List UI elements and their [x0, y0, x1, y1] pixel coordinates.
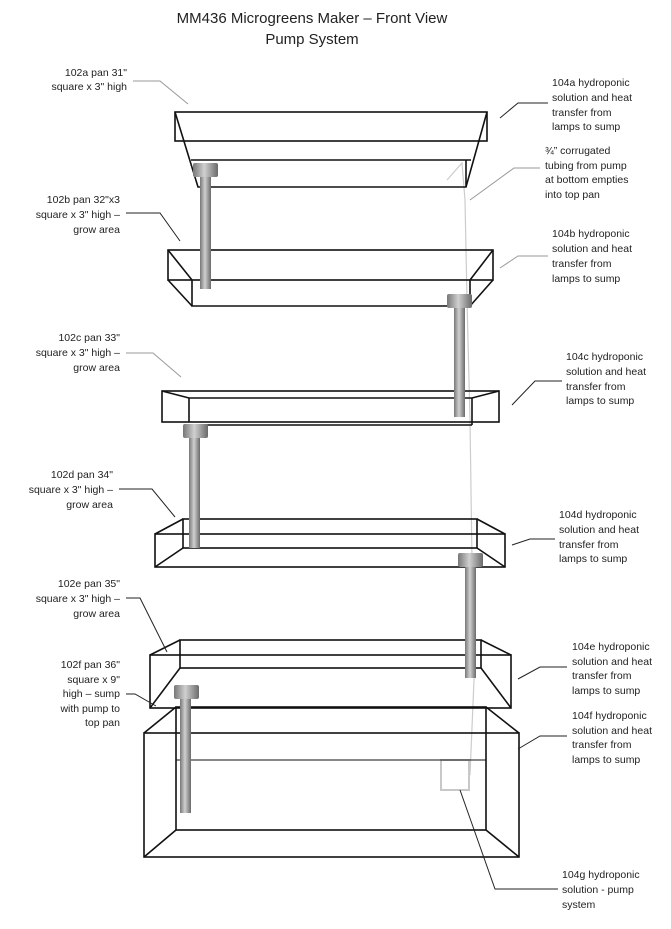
svg-text:solution and heat: solution and heat — [572, 656, 652, 668]
svg-text:top pan: top pan — [85, 717, 120, 729]
label-104a: 104a hydroponic solution and heat transf… — [552, 77, 632, 133]
svg-text:at bottom empties: at bottom empties — [545, 174, 628, 186]
svg-text:square x 3" high –: square x 3" high – — [29, 484, 113, 496]
svg-text:102c pan 33": 102c pan 33" — [58, 332, 120, 344]
svg-text:transfer from: transfer from — [552, 107, 612, 119]
label-102f: 102f pan 36" square x 9" high – sump wit… — [59, 659, 120, 729]
svg-text:104e hydroponic: 104e hydroponic — [572, 641, 650, 653]
svg-text:104c hydroponic: 104c hydroponic — [566, 351, 643, 363]
svg-text:grow area: grow area — [73, 608, 120, 620]
svg-text:102a pan 31": 102a pan 31" — [65, 67, 127, 79]
label-104f: 104f hydroponic solution and heat transf… — [572, 710, 652, 766]
svg-text:system: system — [562, 899, 596, 911]
corrugated-tubing — [446, 161, 475, 776]
svg-text:102e pan 35": 102e pan 35" — [58, 578, 120, 590]
label-104c: 104c hydroponic solution and heat transf… — [566, 351, 646, 407]
pipe-2 — [447, 294, 472, 417]
svg-text:square x 3" high –: square x 3" high – — [36, 209, 120, 221]
svg-text:¾” corrugated: ¾” corrugated — [545, 145, 611, 157]
svg-text:square x 3" high: square x 3" high — [51, 81, 127, 93]
svg-text:into top pan: into top pan — [545, 189, 600, 201]
label-tubing: ¾” corrugated tubing from pump at bottom… — [545, 145, 628, 201]
svg-text:102d pan 34": 102d pan 34" — [51, 469, 113, 481]
diagram-title: MM436 Microgreens Maker – Front View — [177, 10, 448, 27]
svg-text:grow area: grow area — [73, 224, 120, 236]
svg-text:lamps to sump: lamps to sump — [552, 273, 620, 285]
pan-102b — [167, 249, 494, 307]
pipe-4 — [458, 553, 483, 678]
label-102d: 102d pan 34" square x 3" high – grow are… — [29, 469, 114, 511]
svg-text:104b hydroponic: 104b hydroponic — [552, 228, 630, 240]
svg-text:lamps to sump: lamps to sump — [559, 553, 627, 565]
svg-text:104f hydroponic: 104f hydroponic — [572, 710, 647, 722]
label-102e: 102e pan 35" square x 3" high – grow are… — [36, 578, 121, 620]
svg-text:lamps to sump: lamps to sump — [572, 685, 640, 697]
svg-text:104g hydroponic: 104g hydroponic — [562, 869, 640, 881]
svg-text:square x 3" high –: square x 3" high – — [36, 347, 120, 359]
svg-text:square x 3" high –: square x 3" high – — [36, 593, 120, 605]
svg-text:104a hydroponic: 104a hydroponic — [552, 77, 630, 89]
svg-text:grow area: grow area — [66, 499, 113, 511]
svg-text:grow area: grow area — [73, 362, 120, 374]
svg-text:104d hydroponic: 104d hydroponic — [559, 509, 637, 521]
svg-text:transfer from: transfer from — [572, 739, 632, 751]
pump-riser-pipe — [174, 685, 199, 813]
label-104b: 104b hydroponic solution and heat transf… — [552, 228, 632, 285]
svg-text:lamps to sump: lamps to sump — [572, 754, 640, 766]
svg-text:tubing from pump: tubing from pump — [545, 160, 627, 172]
svg-text:solution and heat: solution and heat — [566, 366, 646, 378]
label-102c: 102c pan 33" square x 3" high – grow are… — [36, 332, 121, 374]
pan-102c — [161, 390, 500, 426]
svg-text:lamps to sump: lamps to sump — [566, 395, 634, 407]
svg-text:solution and heat: solution and heat — [572, 725, 652, 737]
svg-text:solution and heat: solution and heat — [559, 524, 639, 536]
svg-text:square x 9": square x 9" — [67, 674, 120, 686]
svg-text:solution - pump: solution - pump — [562, 884, 634, 896]
diagram-subtitle: Pump System — [265, 31, 358, 48]
pan-102a — [174, 111, 488, 188]
svg-text:with pump to: with pump to — [59, 703, 120, 715]
svg-text:transfer from: transfer from — [572, 670, 632, 682]
svg-text:transfer from: transfer from — [552, 258, 612, 270]
label-104g: 104g hydroponic solution - pump system — [562, 869, 640, 911]
svg-text:transfer from: transfer from — [566, 381, 626, 393]
pipe-1 — [193, 163, 218, 289]
svg-text:102b pan 32"x3: 102b pan 32"x3 — [47, 194, 120, 206]
label-104e: 104e hydroponic solution and heat transf… — [572, 641, 652, 697]
label-104d: 104d hydroponic solution and heat transf… — [559, 509, 639, 565]
pipe-3 — [183, 424, 208, 548]
svg-text:solution and heat: solution and heat — [552, 243, 632, 255]
svg-text:lamps to sump: lamps to sump — [552, 121, 620, 133]
svg-text:102f pan 36": 102f pan 36" — [61, 659, 120, 671]
svg-text:solution and heat: solution and heat — [552, 92, 632, 104]
pan-102d — [154, 518, 506, 568]
pump-box — [440, 759, 470, 791]
label-102a: 102a pan 31" square x 3" high — [51, 67, 127, 93]
pan-102e — [149, 639, 512, 709]
svg-text:high – sump: high – sump — [63, 688, 120, 700]
pan-102f-sump — [143, 706, 520, 858]
label-102b: 102b pan 32"x3 square x 3" high – grow a… — [36, 194, 120, 236]
svg-text:transfer from: transfer from — [559, 539, 619, 551]
